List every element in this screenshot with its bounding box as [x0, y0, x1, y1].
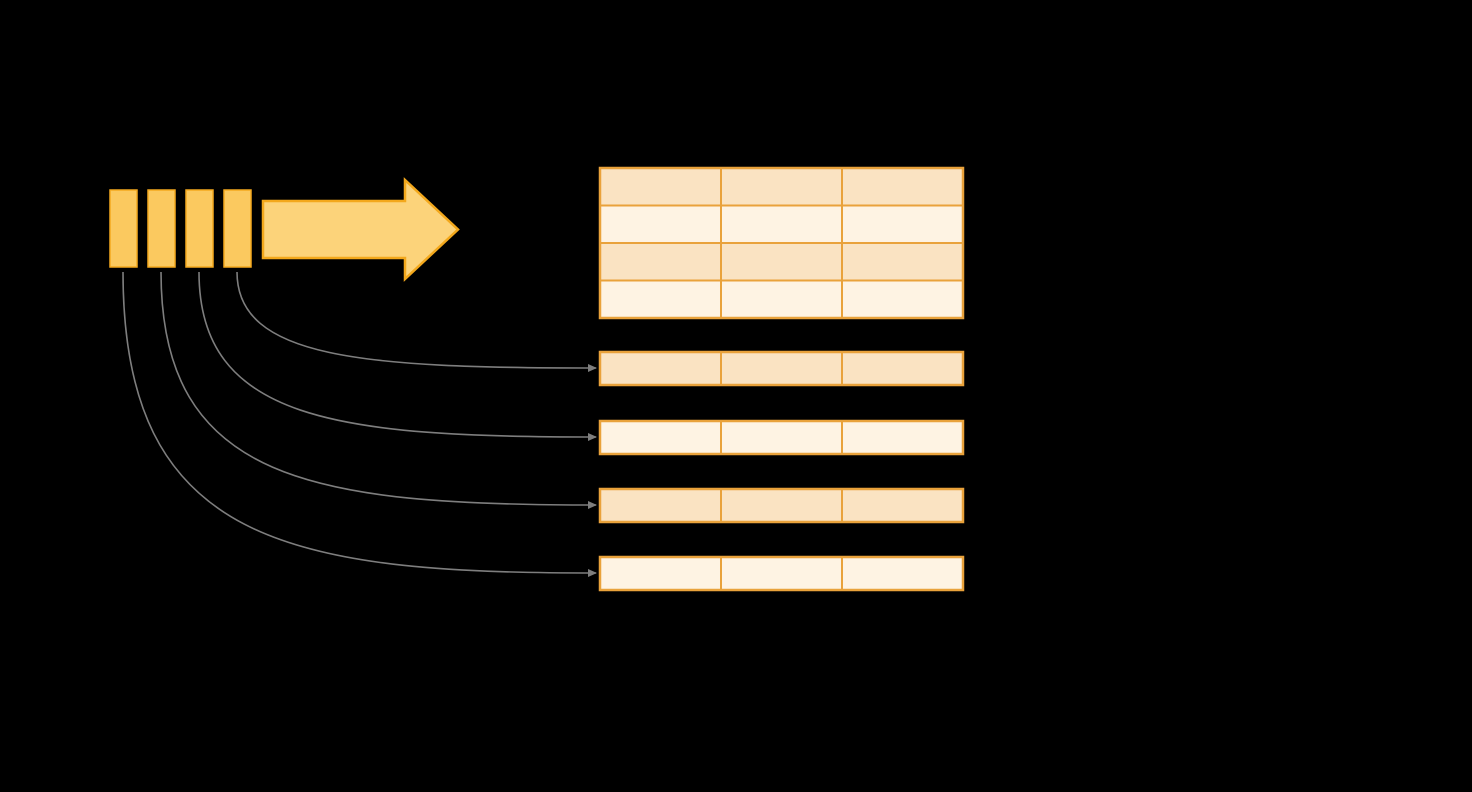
row-table-cell [720, 351, 843, 386]
stream-segment-2 [147, 189, 176, 268]
row-table-cell [599, 556, 722, 591]
stream-segment-3 [185, 189, 214, 268]
table-cell [599, 167, 722, 207]
table-cell [841, 167, 964, 207]
table-row-2 [599, 204, 964, 244]
row-table-4 [598, 555, 965, 592]
table-cell [599, 242, 722, 282]
table-cell [720, 242, 843, 282]
connector-arrow-2 [198, 271, 597, 441]
row-table-outline [598, 350, 965, 387]
row-table-2 [598, 419, 965, 456]
row-table-cell [841, 420, 964, 455]
row-table-cell [720, 420, 843, 455]
table-cell [841, 204, 964, 244]
row-table-1 [598, 350, 965, 387]
connector-arrow-1 [236, 271, 597, 372]
row-table-cell [841, 351, 964, 386]
row-table-outline [598, 487, 965, 524]
table-cell [599, 279, 722, 319]
table-cell [720, 204, 843, 244]
row-table-cell [720, 488, 843, 523]
row-table-cell [599, 420, 722, 455]
stream-arrow [261, 177, 460, 282]
materialized-table [598, 166, 965, 320]
table-outline [598, 166, 965, 320]
event-stream [109, 177, 460, 282]
table-row-4 [599, 279, 964, 319]
table-row-1 [599, 167, 964, 207]
row-table-cell [720, 556, 843, 591]
row-table-3 [598, 487, 965, 524]
row-table-outline [598, 555, 965, 592]
table-cell [720, 167, 843, 207]
row-table-cell [841, 556, 964, 591]
connector-arrow-3 [160, 271, 597, 509]
row-table-cell [599, 351, 722, 386]
table-cell [841, 242, 964, 282]
row-table-cell [841, 488, 964, 523]
table-row-3 [599, 242, 964, 282]
row-table-cell [599, 488, 722, 523]
stream-segment-1 [109, 189, 138, 268]
table-cell [720, 279, 843, 319]
connector-arrow-4 [122, 271, 597, 577]
table-cell [841, 279, 964, 319]
table-cell [599, 204, 722, 244]
stream-segment-4 [223, 189, 252, 268]
row-table-outline [598, 419, 965, 456]
